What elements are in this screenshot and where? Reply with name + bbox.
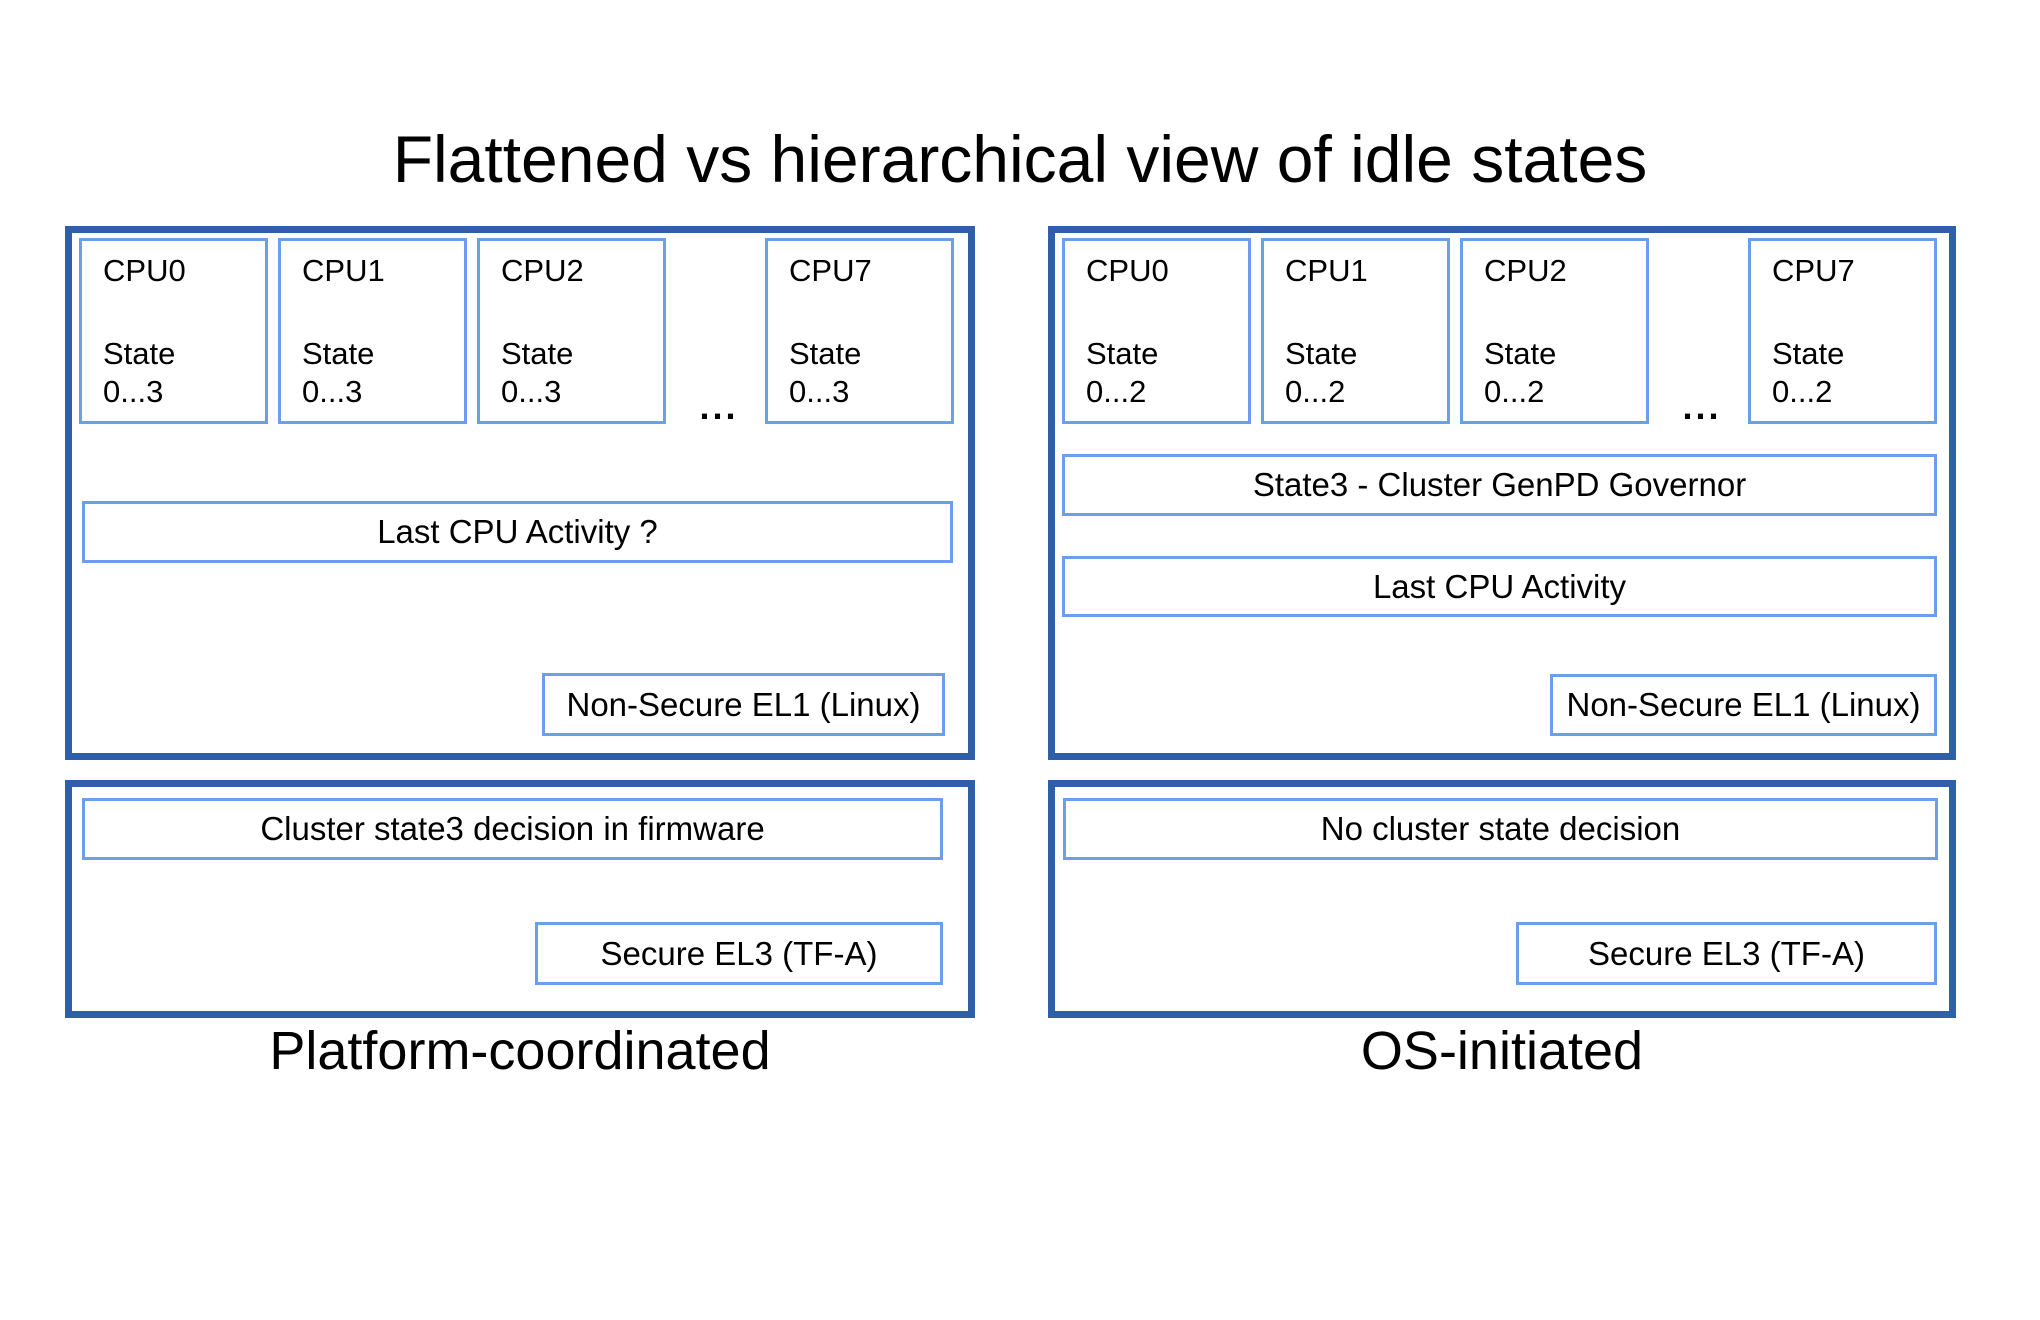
- diagram-title: Flattened vs hierarchical view of idle s…: [392, 122, 1648, 196]
- platform-coordinated-nonsecure-panel: CPU0 State 0...3 CPU1 State 0...3 CPU2 S…: [65, 226, 975, 760]
- cpu-state: State 0...3: [501, 336, 574, 410]
- cpu-box: CPU0 State 0...3: [79, 238, 268, 424]
- cpu-box: CPU1 State 0...2: [1261, 238, 1450, 424]
- cpu-box: CPU2 State 0...3: [477, 238, 666, 424]
- ellipsis: ...: [699, 386, 739, 427]
- cpu-label: CPU7: [789, 253, 872, 288]
- cpu-state: State 0...3: [103, 336, 176, 410]
- cpu-state: State 0...3: [302, 336, 375, 410]
- secure-el3-box: Secure EL3 (TF-A): [1516, 922, 1937, 985]
- no-cluster-decision-box: No cluster state decision: [1063, 798, 1938, 860]
- cpu-box: CPU0 State 0...2: [1062, 238, 1251, 424]
- cpu-state: State 0...2: [1086, 336, 1159, 410]
- os-initiated-secure-panel: No cluster state decision Secure EL3 (TF…: [1048, 780, 1956, 1018]
- last-cpu-activity-box: Last CPU Activity ?: [82, 501, 953, 563]
- os-initiated-nonsecure-panel: CPU0 State 0...2 CPU1 State 0...2 CPU2 S…: [1048, 226, 1956, 760]
- cpu-state: State 0...2: [1772, 336, 1845, 410]
- cpu-state: State 0...2: [1285, 336, 1358, 410]
- secure-el3-box: Secure EL3 (TF-A): [535, 922, 943, 985]
- ellipsis: ...: [1682, 386, 1722, 427]
- cpu-label: CPU1: [302, 253, 385, 288]
- os-initiated-caption: OS-initiated: [1360, 1021, 1644, 1081]
- cpu-box: CPU7 State 0...3: [765, 238, 954, 424]
- platform-coordinated-caption: Platform-coordinated: [269, 1021, 771, 1081]
- cpu-label: CPU2: [1484, 253, 1567, 288]
- cpu-label: CPU0: [1086, 253, 1169, 288]
- cpu-box: CPU2 State 0...2: [1460, 238, 1649, 424]
- cpu-label: CPU7: [1772, 253, 1855, 288]
- cpu-label: CPU1: [1285, 253, 1368, 288]
- non-secure-el1-box: Non-Secure EL1 (Linux): [1550, 674, 1937, 736]
- non-secure-el1-box: Non-Secure EL1 (Linux): [542, 673, 945, 736]
- cpu-box: CPU7 State 0...2: [1748, 238, 1937, 424]
- platform-coordinated-secure-panel: Cluster state3 decision in firmware Secu…: [65, 780, 975, 1018]
- cpu-box: CPU1 State 0...3: [278, 238, 467, 424]
- cluster-decision-box: Cluster state3 decision in firmware: [82, 798, 943, 860]
- last-cpu-activity-box: Last CPU Activity: [1062, 556, 1937, 617]
- cpu-state: State 0...2: [1484, 336, 1557, 410]
- cpu-label: CPU0: [103, 253, 186, 288]
- cpu-label: CPU2: [501, 253, 584, 288]
- cpu-state: State 0...3: [789, 336, 862, 410]
- cluster-genpd-governor-box: State3 - Cluster GenPD Governor: [1062, 454, 1937, 516]
